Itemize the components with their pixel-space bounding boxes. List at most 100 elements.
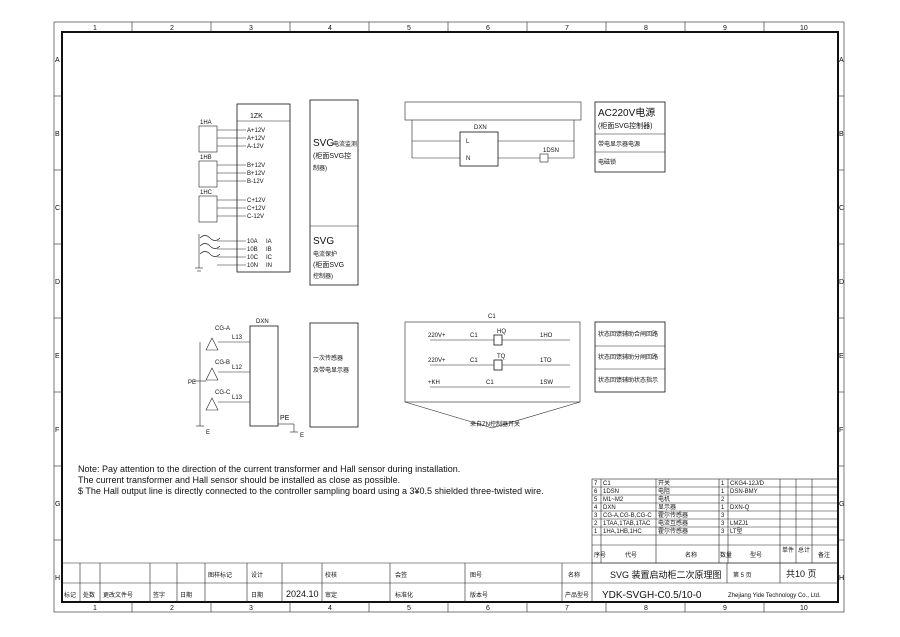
svg-text:2: 2	[721, 497, 725, 503]
terminal-label: C+12V	[247, 206, 266, 212]
svg-text:日期: 日期	[251, 591, 263, 599]
box-text: SVG	[313, 236, 334, 247]
svg-text:1: 1	[594, 529, 598, 535]
note-line: $ The Hall output line is directly conne…	[78, 486, 544, 496]
row-left: 220V+	[428, 358, 446, 364]
company-name: Zhejiang Yide Technology Co., Ltd.	[728, 593, 821, 599]
power-subtitle: (柜面SVG控制器)	[598, 121, 652, 130]
col-label: 2	[170, 605, 174, 612]
sheet-total: 共10 页	[786, 569, 817, 579]
control-label: 状态回馈辅助分闸回路	[598, 353, 658, 361]
wire-label: L13	[232, 335, 243, 341]
installation-notes: Note: Pay attention to the direction of …	[78, 464, 544, 496]
col-label: 3	[249, 25, 253, 32]
svg-text:数量: 数量	[720, 551, 732, 559]
drawing-title: SVG 装置启动柜二次原理图	[610, 569, 722, 580]
sheet-number: 第 5 页	[733, 571, 752, 579]
svg-text:3: 3	[594, 513, 598, 519]
svg-text:5: 5	[594, 497, 598, 503]
e-label: E	[206, 430, 210, 436]
svg-text:总计: 总计	[798, 546, 810, 554]
terminal-label: IC	[266, 255, 273, 261]
terminal-label: IB	[266, 247, 272, 253]
svg-text:会签: 会签	[395, 571, 407, 579]
e-label: E	[300, 433, 304, 439]
svg-text:6: 6	[594, 489, 598, 495]
row-right: 1SW	[540, 380, 553, 386]
col-label: 2	[170, 25, 174, 32]
svg-text:版本号: 版本号	[470, 591, 488, 599]
row-label: B	[839, 131, 844, 138]
svg-text:1: 1	[721, 505, 725, 511]
svg-text:标记: 标记	[64, 591, 76, 599]
col-label: 4	[328, 25, 332, 32]
wire-label: L13	[232, 395, 243, 401]
svg-text:单件: 单件	[782, 546, 794, 554]
svg-text:1HA,1HB,1HC: 1HA,1HB,1HC	[603, 529, 642, 535]
svg-text:型号: 型号	[750, 551, 762, 559]
svg-text:图样标记: 图样标记	[208, 571, 232, 579]
ct-label: 1HC	[200, 190, 213, 196]
svg-text:霍尔传感器: 霍尔传感器	[658, 527, 688, 535]
svg-text:代号: 代号	[625, 551, 637, 559]
svg-text:LT型: LT型	[730, 527, 743, 535]
svg-text:M1~M2: M1~M2	[603, 497, 624, 503]
circuit-current-sensing: 1ZK 1HA 1HB 1HC A+12V A+12V A-12V B+12V …	[195, 99, 359, 286]
svg-text:名称: 名称	[685, 551, 697, 559]
bottom-note: 来自ZN控制器开关	[470, 420, 520, 428]
row-mid: C1	[470, 333, 478, 339]
svg-text:1: 1	[721, 489, 725, 495]
ct-label: CG-B	[215, 360, 230, 366]
col-label: 8	[644, 605, 648, 612]
box-text: 制器)	[313, 164, 327, 172]
terminal-label: A+12V	[247, 128, 265, 134]
resistor-1dsn	[539, 153, 549, 163]
col-label: 1	[93, 25, 97, 32]
control-label: 状态回馈辅助合闸回路	[598, 330, 658, 338]
svg-text:C1: C1	[603, 481, 611, 487]
svg-text:电机: 电机	[658, 495, 670, 503]
col-label: 9	[723, 605, 727, 612]
svg-text:显示器: 显示器	[658, 504, 676, 511]
row-label: F	[839, 427, 843, 434]
title-block: 标记 处数 更改文件号 签字 日期 图样标记 设计 校核 会签 图号 日期 20…	[62, 562, 838, 602]
sensor-text: 一次传感器	[313, 354, 343, 362]
box-text: 电流保护	[313, 250, 337, 258]
coil-label: HQ	[497, 329, 506, 335]
box-text: (柜面SVG	[313, 260, 344, 269]
svg-text:1TAA,1TAB,1TAC: 1TAA,1TAB,1TAC	[603, 521, 651, 527]
col-label: 8	[644, 25, 648, 32]
svg-text:处数: 处数	[83, 591, 95, 599]
terminal: L	[466, 139, 470, 145]
svg-text:序号: 序号	[594, 551, 606, 559]
svg-text:图号: 图号	[470, 572, 482, 579]
svg-text:4: 4	[594, 505, 598, 511]
row-label: C	[839, 205, 844, 212]
svg-text:名称: 名称	[568, 571, 580, 579]
drawing-date: 2024.10	[286, 589, 319, 599]
col-label: 5	[407, 25, 411, 32]
terminal: N	[466, 156, 470, 162]
power-line: 带电显示器电源	[598, 140, 640, 148]
svg-text:7: 7	[594, 481, 598, 487]
power-title: AC220V电源	[598, 106, 655, 119]
row-label: E	[55, 353, 60, 360]
row-mid: C1	[470, 358, 478, 364]
terminal-label: B+12V	[247, 171, 265, 177]
res-label: 1DSN	[543, 148, 559, 154]
col-label: 5	[407, 605, 411, 612]
circuit-control: C1 220V+ 220V+ +KH C1 C1 C1 HQ TQ 1HO 1T…	[404, 314, 666, 429]
terminal-label: IN	[266, 263, 272, 269]
terminal-label: IA	[266, 239, 272, 245]
svg-text:DXN-Q: DXN-Q	[730, 505, 750, 511]
row-right: 1TO	[540, 358, 552, 364]
svg-text:备注: 备注	[818, 551, 830, 559]
row-left: 220V+	[428, 333, 446, 339]
terminal-label: B-12V	[247, 179, 264, 185]
pe-label: PE	[280, 415, 290, 422]
ct-label: 1HA	[200, 120, 212, 126]
row-mid: C1	[486, 380, 494, 386]
svg-text:校核: 校核	[325, 571, 337, 579]
col-label: 1	[93, 605, 97, 612]
